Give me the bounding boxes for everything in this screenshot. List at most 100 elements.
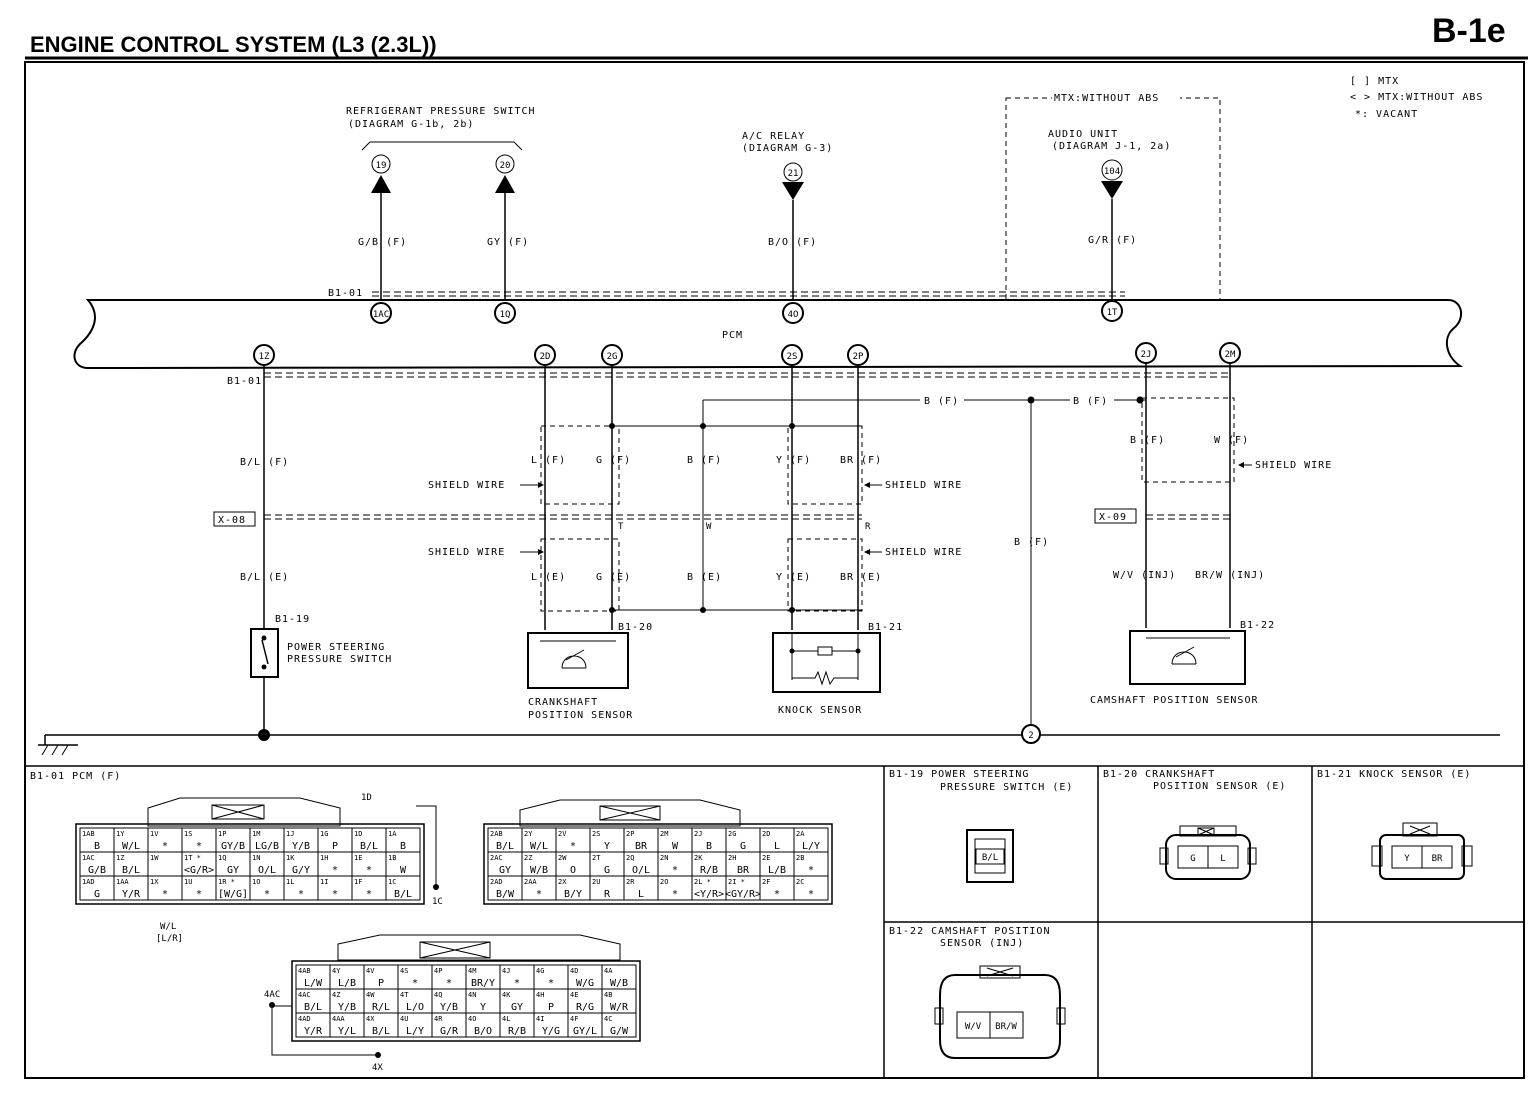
pin-id: 2W xyxy=(558,854,567,862)
pin-label: BR xyxy=(1432,854,1443,864)
pin-color: BR/Y xyxy=(471,978,495,989)
pin-color: * xyxy=(672,889,678,900)
pcm-connector-4-grid: 4ABL/W4YL/B4VP4S*4P*4MBR/Y4J*4G*4DW/G4AW… xyxy=(291,960,641,1042)
pin-color: Y/L xyxy=(338,1026,356,1037)
pin-id: 1L xyxy=(286,878,294,886)
pin-id: 4A xyxy=(604,967,613,975)
pin-color: L/Y xyxy=(406,1026,424,1037)
pin-color: W xyxy=(400,865,407,876)
ps-switch-label: POWER STEERING xyxy=(287,642,385,653)
pin-color: Y/B xyxy=(338,1002,356,1013)
pin-color: * xyxy=(514,978,520,989)
ps-switch-circuit: B/L (F) B/L (E) X-08 B1-19 POWER STEERIN… xyxy=(213,365,862,741)
wire-label: GY (F) xyxy=(487,237,529,248)
pin-id: 4C xyxy=(604,1015,612,1023)
pin-color: W/L xyxy=(122,841,140,852)
pin-id: 1W xyxy=(150,854,159,862)
pin-id: 1A xyxy=(388,830,397,838)
pin-id: 2T xyxy=(592,854,601,862)
wire-label: B (F) xyxy=(1073,396,1108,407)
pin-id: 4I xyxy=(536,1015,544,1023)
pin-color: Y xyxy=(480,1002,486,1013)
callout-1d: 1D xyxy=(361,793,372,803)
shield-wire-label: SHIELD WIRE xyxy=(1255,460,1332,471)
ac-relay-ref: (DIAGRAM G-3) xyxy=(742,143,833,154)
shield-wire-label: SHIELD WIRE xyxy=(885,480,962,491)
pin-id: 4O xyxy=(468,1015,476,1023)
pin-color: BR xyxy=(737,865,750,876)
pin-id: 1N xyxy=(252,854,260,862)
pin-color: * xyxy=(366,865,372,876)
pin-id: 1F xyxy=(354,878,362,886)
pin-color: R/L xyxy=(372,1002,390,1013)
wire-label: G (F) xyxy=(596,455,631,466)
pcm-body xyxy=(73,299,1464,370)
pin-id: 1X xyxy=(150,878,159,886)
pin-id: 2D xyxy=(762,830,770,838)
pin-color: R/G xyxy=(576,1002,594,1013)
pin-color: G xyxy=(94,889,100,900)
panel-title-b122: SENSOR (INJ) xyxy=(940,938,1024,949)
svg-text:2S: 2S xyxy=(787,352,798,362)
pin-id: 4U xyxy=(400,1015,408,1023)
cam-sensor-circuit: B (F) W (F) SHIELD WIRE X-09 W/V (INJ) B… xyxy=(1090,363,1332,706)
pin-id: 2O xyxy=(660,878,668,886)
pin-color: * xyxy=(162,889,168,900)
connector-x09: X-09 xyxy=(1099,512,1127,523)
pin-label: BR/W xyxy=(995,1022,1017,1032)
pin-id: 4G xyxy=(536,967,544,975)
pin-id: 1Z xyxy=(116,854,124,862)
wire-label: Y (F) xyxy=(776,455,811,466)
pin-color: O xyxy=(570,865,576,876)
knock-sensor-label: KNOCK SENSOR xyxy=(778,705,862,716)
pcm-label: PCM xyxy=(722,330,743,341)
pin-color: * xyxy=(298,889,304,900)
pin-color: * xyxy=(536,889,542,900)
pin-color: L/O xyxy=(406,1002,424,1013)
pin-id: 4R xyxy=(434,1015,443,1023)
pin-color: R/B xyxy=(508,1026,526,1037)
connector-b101-top: B1-01 xyxy=(328,288,363,299)
pin-color: * xyxy=(366,889,372,900)
pin-id: 1D xyxy=(354,830,362,838)
crank-sensor-circuit: L (F) G (F) L (E) G (E) SHIELD WIRE SHIE… xyxy=(428,365,652,721)
pin-color: GY/B xyxy=(221,841,245,852)
pin-color: [W/G] xyxy=(218,889,248,900)
pin-id: 2M xyxy=(660,830,668,838)
svg-text:2D: 2D xyxy=(540,352,551,362)
pin-id: 4W xyxy=(366,991,375,999)
pin-id: 1C xyxy=(388,878,396,886)
pin-label: W/V xyxy=(965,1022,982,1032)
pin-color: Y/B xyxy=(440,1002,458,1013)
panel-title-pcm: B1-01 PCM (F) xyxy=(30,771,121,782)
terminal-21: 21 B/O (F) xyxy=(768,162,816,300)
ground-circuit: 2 xyxy=(38,724,1500,756)
pin-id: 4AC xyxy=(298,991,311,999)
shield-wire-label: SHIELD WIRE xyxy=(428,547,505,558)
panel-title-b119: B1-19 POWER STEERING xyxy=(889,769,1029,780)
svg-text:2J: 2J xyxy=(1141,350,1152,360)
pin-id: 2Z xyxy=(524,854,532,862)
pin-color: * xyxy=(570,841,576,852)
pin-color: P xyxy=(548,1002,554,1013)
pin-color: B/L xyxy=(304,1002,322,1013)
pin-id: 4H xyxy=(536,991,544,999)
wire-label: G (E) xyxy=(596,572,631,583)
diagram-frame xyxy=(24,61,1525,1079)
wire-label: B (F) xyxy=(1014,537,1049,548)
pin-grids: 1ABB1YW/L1V*1S*1PGY/B1MLG/B1JY/B1GP1DB/L… xyxy=(75,823,833,1042)
pin-color: * xyxy=(808,889,814,900)
legend-item: < > MTX:WITHOUT ABS xyxy=(1350,92,1483,103)
wire-label: BR (F) xyxy=(840,455,882,466)
pin-id: 2L * xyxy=(694,878,711,886)
pin-color: * xyxy=(162,841,168,852)
pin-color: B/O xyxy=(474,1026,492,1037)
pin-color: * xyxy=(672,865,678,876)
wire-label: B (F) xyxy=(1130,435,1165,446)
refrigerant-bracket xyxy=(361,141,523,151)
page-title: ENGINE CONTROL SYSTEM (L3 (2.3L)) xyxy=(30,32,437,57)
pin-id: 4P xyxy=(434,967,442,975)
pin-id: 2S xyxy=(592,830,600,838)
pin-id: 2P xyxy=(626,830,634,838)
svg-text:1T: 1T xyxy=(1107,308,1118,318)
